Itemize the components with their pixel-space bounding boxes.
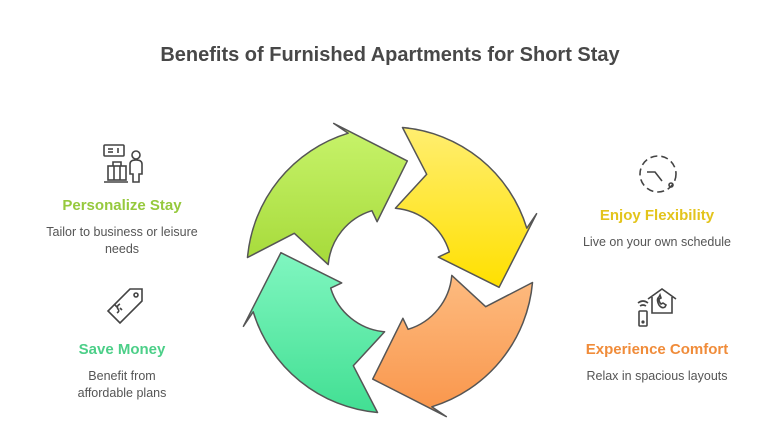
item-description: Tailor to business or leisure needs	[46, 225, 198, 256]
smart-home-icon	[637, 288, 677, 327]
item-enjoy-flexibility: Enjoy Flexibility Live on your own sched…	[557, 207, 757, 251]
price-tag-icon	[106, 288, 143, 325]
item-experience-comfort: Experience Comfort Relax in spacious lay…	[557, 341, 757, 385]
item-personalize-stay: Personalize Stay Tailor to business or l…	[22, 197, 222, 258]
cycle-arrow-orange	[371, 274, 534, 418]
item-description: Relax in spacious layouts	[586, 369, 728, 383]
item-heading: Personalize Stay	[62, 197, 182, 214]
item-description: Live on your own schedule	[582, 235, 731, 249]
cycle-arrow-yellow	[394, 126, 538, 289]
traveler-luggage-icon	[103, 144, 143, 183]
item-heading: Save Money	[78, 341, 166, 358]
clock-icon	[639, 155, 677, 193]
item-heading: Experience Comfort	[585, 341, 729, 358]
item-description: Benefit from affordable plans	[77, 369, 167, 400]
item-save-money: Save Money Benefit from affordable plans	[22, 341, 222, 402]
item-heading: Enjoy Flexibility	[599, 207, 715, 224]
cycle-arrow-teal	[242, 251, 386, 414]
page-title: Benefits of Furnished Apartments for Sho…	[160, 44, 620, 66]
cycle-arrow-green	[246, 122, 409, 266]
